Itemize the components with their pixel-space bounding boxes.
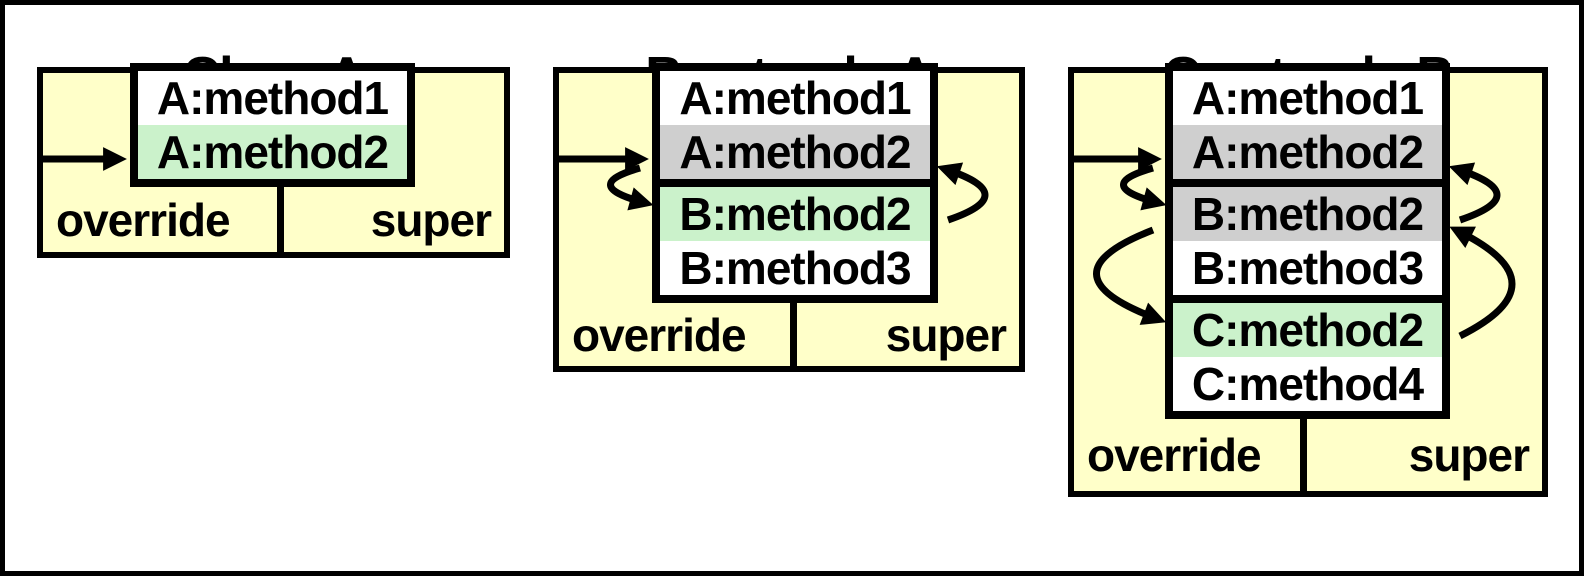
override-label: override: [572, 308, 747, 361]
label-row: override super: [1074, 419, 1542, 491]
method-row: C:method2: [1173, 295, 1442, 357]
method-row: B:method2: [1173, 179, 1442, 241]
override-label: override: [56, 193, 231, 246]
method-label: C:method4: [1191, 358, 1424, 410]
panel-b-extends-a: B extends A A:method1A:method2B:method2B…: [553, 0, 1025, 372]
method-label: A:method2: [1191, 126, 1424, 178]
label-row: override super: [43, 187, 504, 252]
method-row: A:method2: [138, 125, 407, 179]
method-label: A:method1: [1191, 72, 1424, 124]
method-row: B:method3: [660, 241, 930, 295]
method-row: C:method4: [1173, 357, 1442, 411]
method-label: C:method2: [1191, 304, 1424, 356]
super-label: super: [1408, 429, 1530, 481]
label-divider: [790, 301, 797, 366]
method-row: A:method2: [660, 125, 930, 179]
super-label: super: [370, 193, 492, 246]
method-label: B:method3: [1191, 242, 1424, 294]
method-label: A:method1: [679, 72, 911, 124]
method-row: A:method1: [1173, 71, 1442, 125]
method-label: B:method2: [679, 188, 911, 240]
super-label: super: [885, 308, 1007, 361]
method-label: A:method2: [679, 126, 911, 178]
label-divider: [1300, 417, 1307, 491]
method-row: A:method1: [138, 71, 407, 125]
label-row: override super: [559, 303, 1019, 366]
method-label: A:method2: [156, 126, 389, 178]
method-row: B:method3: [1173, 241, 1442, 295]
method-row: A:method1: [660, 71, 930, 125]
method-label: B:method2: [1191, 188, 1424, 240]
method-label: B:method3: [679, 242, 911, 294]
panel-c-extends-b: C extends B A:method1A:method2B:method2B…: [1068, 0, 1548, 497]
method-row: B:method2: [660, 179, 930, 241]
override-label: override: [1087, 429, 1262, 481]
method-row: A:method2: [1173, 125, 1442, 179]
label-divider: [277, 185, 284, 252]
method-label: A:method1: [156, 72, 389, 124]
